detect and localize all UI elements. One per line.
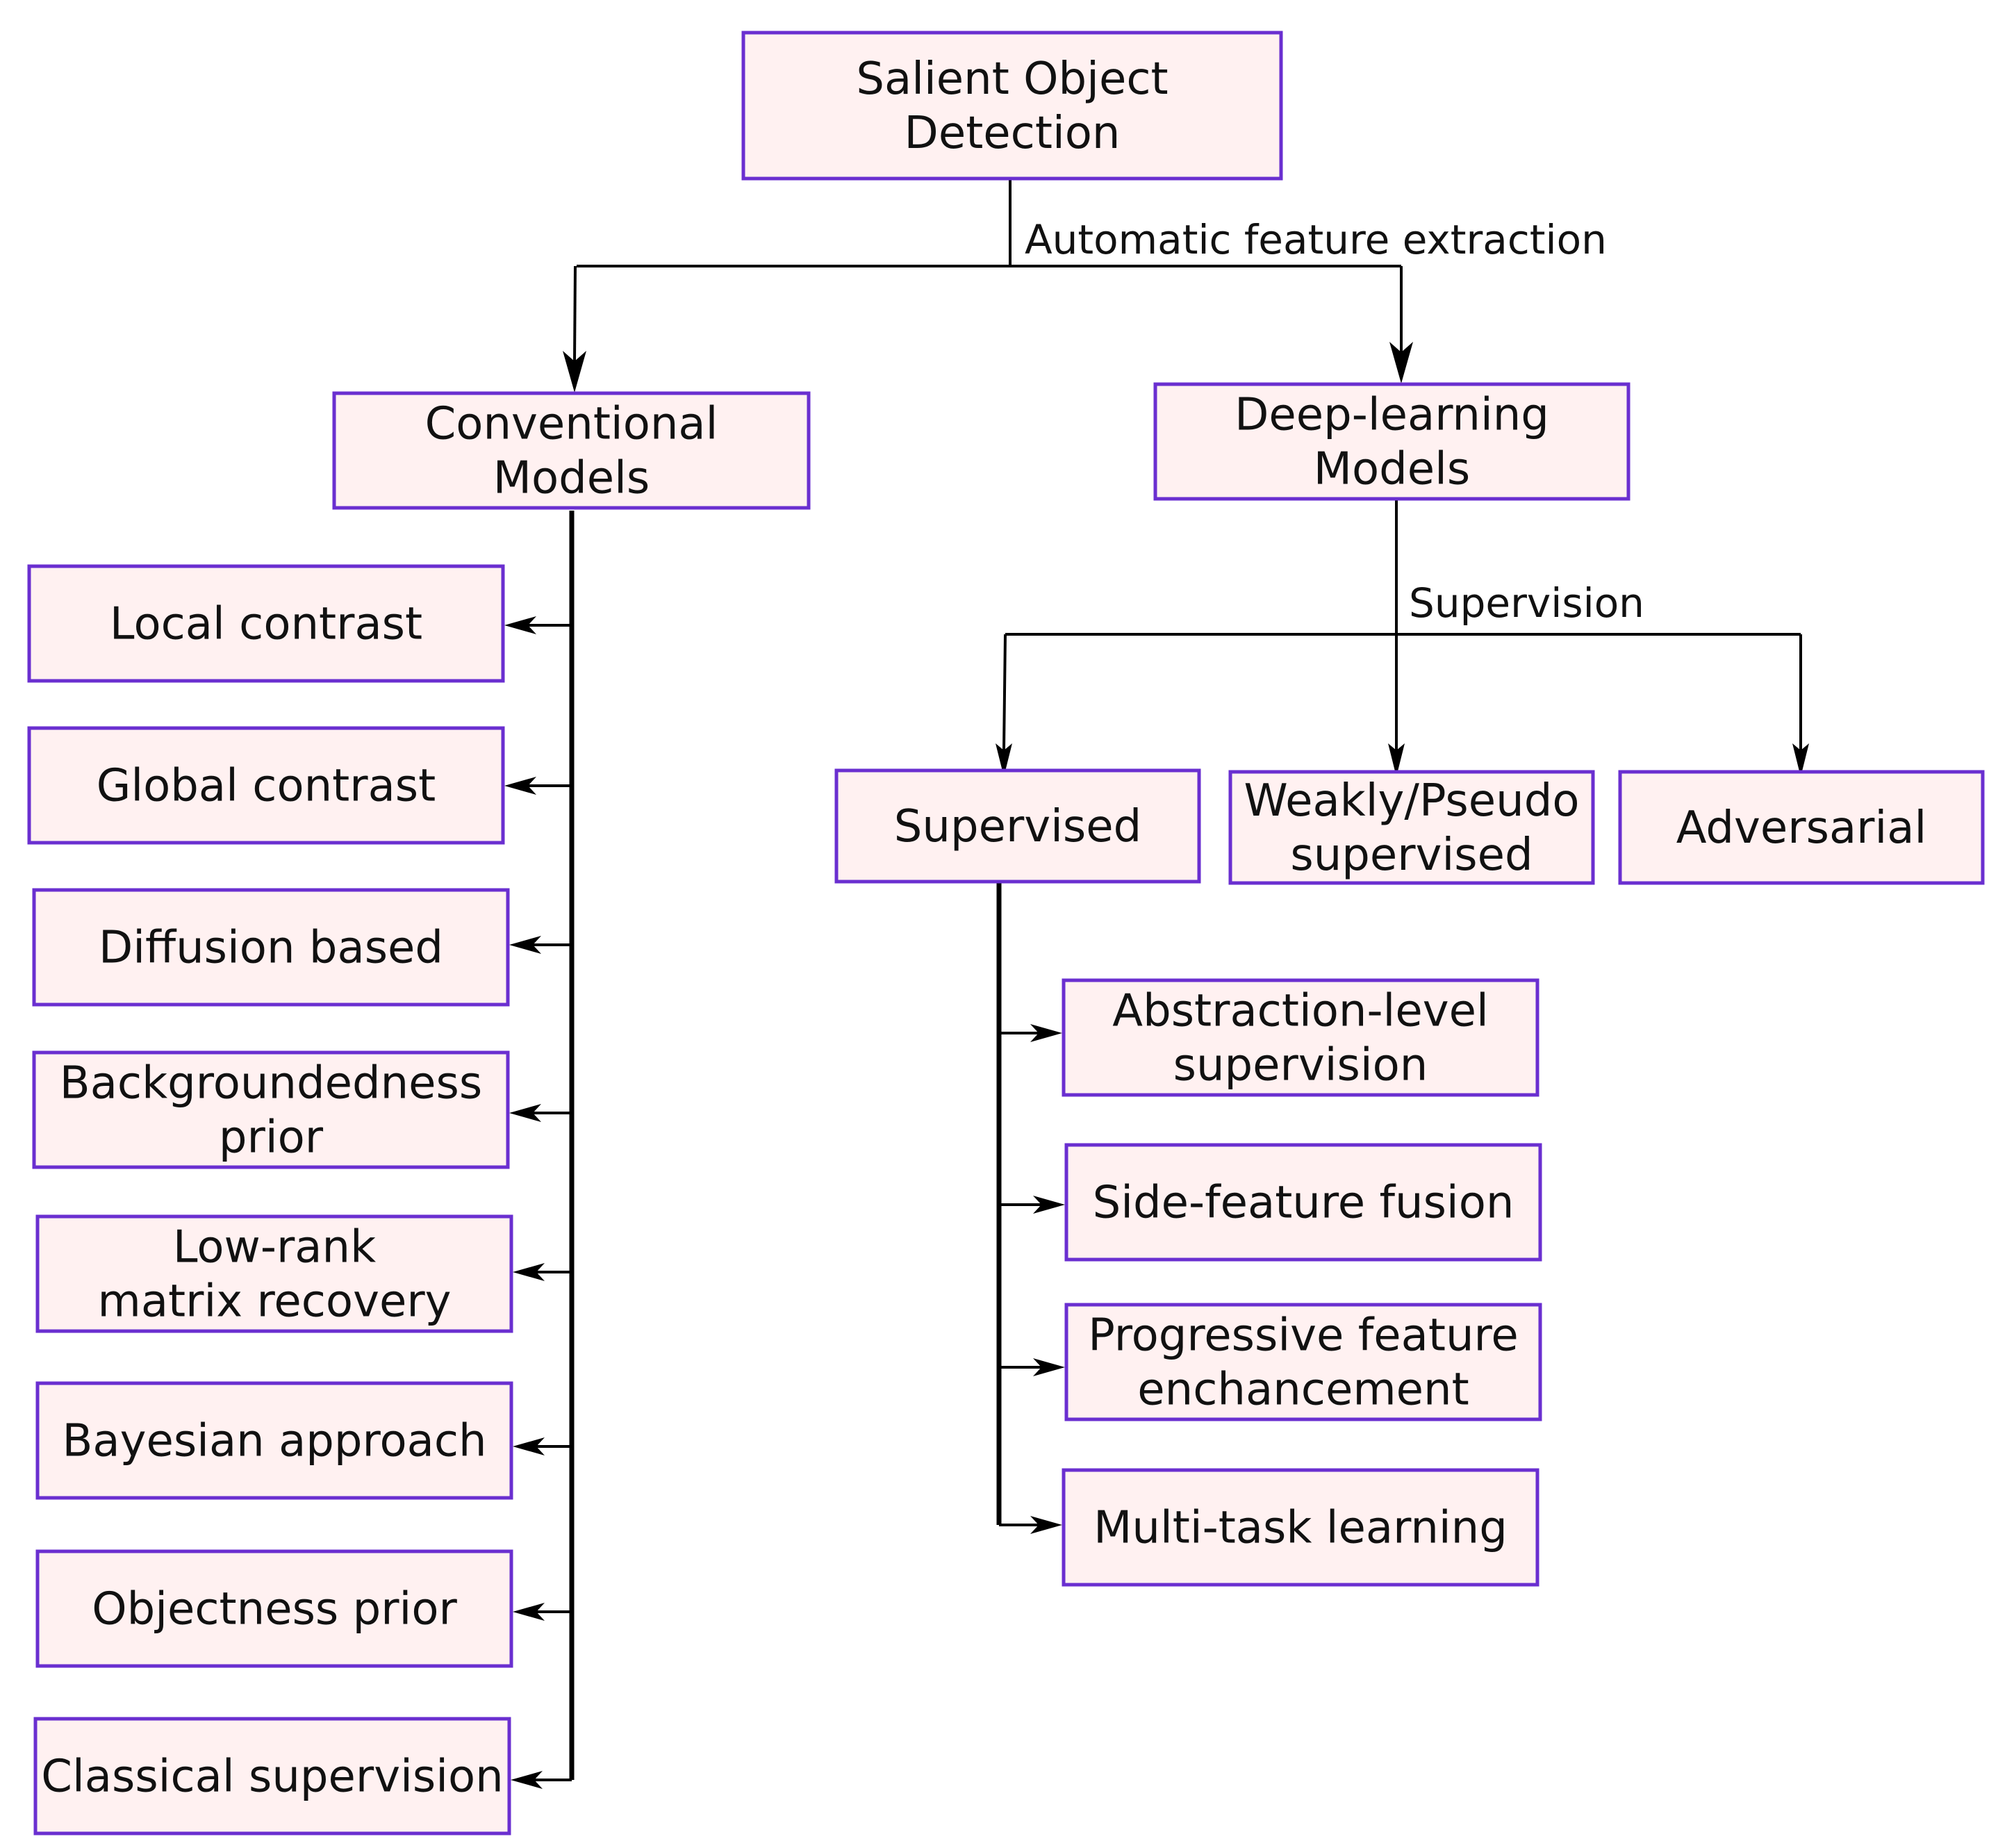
conventional-branch-arrowhead [504,777,536,795]
supervised-progressive-feature-enchancement-node-label-line: Progressive feature [1088,1310,1519,1362]
conventional-local-contrast-node-label-line: Local contrast [110,599,422,650]
conventional-objectness-prior-node-label-line: Objectness prior [92,1584,457,1635]
to-supervised-arrowhead [996,743,1012,777]
conventional-global-contrast-node-frame [27,726,505,845]
conventional-diffusion-based-node-label-line: Diffusion based [99,923,443,974]
conventional-classical-supervision-node-frame [33,1717,511,1835]
deep-adversarial-node-frame [1618,770,1985,885]
root-node-label-line: Detection [905,108,1121,159]
deep-supervised-node-frame [834,768,1201,884]
conventional-low-rank-matrix-recovery-node-frame [35,1214,513,1333]
to-supervised-line [1002,634,1007,751]
conventional-branch-arrowhead [511,1771,543,1789]
nodes: Salient ObjectDetectionConventionalModel… [27,31,1985,1835]
connectors [504,179,1809,1789]
conventional-bayesian-approach-node-frame [35,1381,513,1500]
conventional-objectness-prior-node: Objectness prior [35,1549,513,1668]
deep-learning-models-node-label-line: Models [1314,444,1471,495]
supervised-multi-task-learning-node: Multi-task learning [1062,1468,1539,1587]
conventional-branch-arrowhead [504,616,536,634]
supervised-progressive-feature-enchancement-node-frame [1064,1303,1542,1421]
to-deep-arrowhead [1389,342,1413,383]
conventional-classical-supervision-node: Classical supervision [33,1717,511,1835]
supervision-label: Supervision [1409,579,1644,627]
conventional-low-rank-matrix-recovery-node-label-line: matrix recovery [97,1276,451,1328]
deep-weakly-pseudo-supervised-node-label-line: Weakly/Pseudo [1244,775,1580,827]
conventional-branch-arrowhead [513,1437,545,1455]
conventional-global-contrast-node: Global contrast [27,726,505,845]
deep-supervised-node: Supervised [834,768,1201,884]
to-adversarial-arrowhead [1792,743,1809,777]
conventional-diffusion-based-node-frame [32,888,510,1007]
conventional-branch-arrowhead [509,1104,541,1122]
deep-weakly-pseudo-supervised-node-label-line: supervised [1290,830,1533,881]
supervised-branch-arrowhead [1030,1516,1062,1534]
deep-weakly-pseudo-supervised-node-frame [1228,770,1595,885]
conventional-branch-arrowhead [509,936,541,954]
conventional-objectness-prior-node-frame [35,1549,513,1668]
conventional-global-contrast-node-label-line: Global contrast [97,761,436,812]
supervised-branch-arrowhead [1033,1196,1065,1214]
supervised-side-feature-fusion-node: Side-feature fusion [1064,1143,1542,1262]
deep-supervised-node-label-line: Supervised [894,801,1142,852]
deep-learning-models-node-label-line: Deep-learning [1235,390,1549,441]
deep-learning-models-node-frame [1153,382,1630,501]
to-conventional-arrowhead [563,351,586,393]
conventional-bayesian-approach-node: Bayesian approach [35,1381,513,1500]
conventional-bayesian-approach-node-label-line: Bayesian approach [62,1416,486,1467]
conventional-backgroundedness-prior-node-label-line: prior [219,1112,324,1164]
root-node-label-line: Salient Object [856,53,1168,105]
deep-adversarial-node-label-line: Adversarial [1676,802,1927,854]
supervised-side-feature-fusion-node-label-line: Side-feature fusion [1093,1178,1514,1229]
supervised-abstraction-level-supervision-node-label-line: supervision [1173,1040,1428,1091]
conventional-models-node-label-line: Conventional [425,399,718,450]
conventional-branch-arrowhead [513,1603,545,1621]
supervised-progressive-feature-enchancement-node-label-line: enchancement [1137,1364,1469,1416]
supervised-side-feature-fusion-node-frame [1064,1143,1542,1262]
conventional-low-rank-matrix-recovery-node-label-line: Low-rank [173,1222,376,1273]
conventional-diffusion-based-node: Diffusion based [32,888,510,1007]
supervised-multi-task-learning-node-frame [1062,1468,1539,1587]
root-node-frame [741,31,1283,181]
conventional-local-contrast-node-frame [27,564,505,683]
conventional-models-node-frame [332,391,811,510]
supervised-multi-task-learning-node-label-line: Multi-task learning [1093,1503,1508,1554]
conventional-backgroundedness-prior-node-frame [32,1050,510,1169]
supervised-branch-arrowhead [1030,1024,1062,1042]
conventional-branch-arrowhead [513,1263,545,1281]
supervised-abstraction-level-supervision-node-label-line: Abstraction-level [1112,986,1488,1037]
deep-adversarial-node: Adversarial [1618,770,1985,885]
conventional-classical-supervision-node-label-line: Classical supervision [41,1751,503,1803]
supervised-branch-arrowhead [1033,1358,1065,1376]
to-weakly-arrowhead [1388,743,1405,777]
supervised-abstraction-level-supervision-node-frame [1062,978,1539,1097]
automatic-feature-extraction-label: Automatic feature extraction [1025,216,1607,263]
conventional-models-node-label-line: Models [493,453,650,504]
conventional-backgroundedness-prior-node-label-line: Backgroundedness [60,1058,482,1109]
conventional-local-contrast-node: Local contrast [27,564,505,683]
